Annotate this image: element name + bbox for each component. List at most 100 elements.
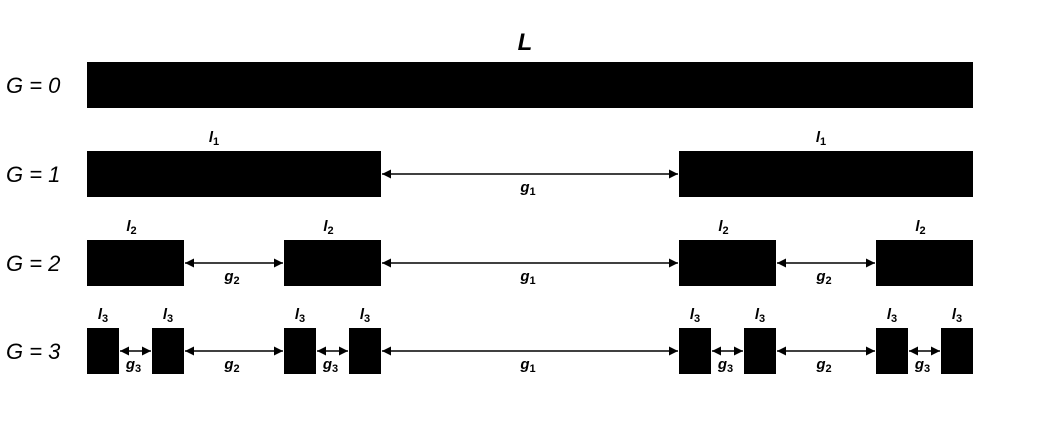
generation-label: G = 1 (6, 162, 60, 187)
svg-text:g2: g2 (815, 268, 831, 287)
svg-text:g3: g3 (125, 356, 141, 375)
segment-bar (679, 151, 973, 197)
gap-length-label-subscript: 1 (530, 275, 536, 287)
segment-length-label: l (755, 306, 760, 323)
segment-length-label: l (163, 306, 168, 323)
gap-length-label-subscript: 2 (826, 275, 832, 287)
segment-length-label-subscript: 1 (820, 136, 826, 148)
segment-length-label-subscript: 1 (213, 136, 219, 148)
segment-length-label-subscript: 3 (891, 313, 897, 325)
segment-bar (876, 328, 908, 374)
gap-length-label-subscript: 2 (826, 363, 832, 375)
gap-length-label-subscript: 2 (234, 275, 240, 287)
segment-length-label-subscript: 2 (131, 225, 137, 237)
svg-text:l2: l2 (323, 218, 333, 237)
segment-length-label: l (295, 306, 300, 323)
segment-length-label: l (323, 218, 328, 235)
segment-length-label-subscript: 2 (723, 225, 729, 237)
segment-length-label: l (690, 306, 695, 323)
segment-length-label-subscript: 3 (167, 313, 173, 325)
svg-text:g1: g1 (519, 356, 535, 375)
svg-text:g2: g2 (223, 356, 239, 375)
segment-bar (679, 240, 776, 286)
segment-length-label: l (98, 306, 103, 323)
svg-text:g1: g1 (519, 179, 535, 198)
svg-text:g3: g3 (717, 356, 733, 375)
svg-text:l2: l2 (718, 218, 728, 237)
svg-text:l2: l2 (915, 218, 925, 237)
gap-length-label: g (815, 268, 825, 285)
segment-length-label-subscript: 3 (956, 313, 962, 325)
segment-bar (87, 240, 184, 286)
svg-text:l2: l2 (126, 218, 136, 237)
segment-bar (679, 328, 711, 374)
svg-text:l3: l3 (887, 306, 897, 325)
segment-length-label-subscript: 3 (759, 313, 765, 325)
generation-label: G = 0 (6, 73, 61, 98)
segment-bar (87, 328, 119, 374)
gap-length-label-subscript: 3 (727, 363, 733, 375)
gap-length-label: g (519, 356, 529, 373)
segment-bar (284, 328, 316, 374)
gap-length-label-subscript: 3 (332, 363, 338, 375)
svg-text:l3: l3 (755, 306, 765, 325)
gap-length-label: g (125, 356, 135, 373)
diagram-title: L (518, 29, 533, 56)
segment-length-label-subscript: 3 (694, 313, 700, 325)
gap-length-label-subscript: 3 (135, 363, 141, 375)
segment-length-label-subscript: 3 (364, 313, 370, 325)
segment-length-label: l (952, 306, 957, 323)
svg-text:g1: g1 (519, 268, 535, 287)
gap-length-label: g (223, 268, 233, 285)
generation-label: G = 2 (6, 251, 60, 276)
segment-bar (349, 328, 381, 374)
segment-length-label-subscript: 2 (328, 225, 334, 237)
segment-bar (941, 328, 973, 374)
segment-length-label-subscript: 2 (920, 225, 926, 237)
gap-length-label-subscript: 1 (530, 186, 536, 198)
segment-length-label: l (915, 218, 920, 235)
svg-text:l1: l1 (816, 129, 826, 148)
segment-length-label: l (816, 129, 821, 146)
svg-text:l1: l1 (209, 129, 219, 148)
svg-text:g3: g3 (914, 356, 930, 375)
gap-length-label-subscript: 1 (530, 363, 536, 375)
segment-bar (87, 62, 973, 108)
segment-length-label-subscript: 3 (299, 313, 305, 325)
gap-length-label: g (914, 356, 924, 373)
segment-bar (152, 328, 184, 374)
gap-length-label: g (322, 356, 332, 373)
segment-length-label-subscript: 3 (102, 313, 108, 325)
segment-length-label: l (126, 218, 131, 235)
svg-text:l3: l3 (360, 306, 370, 325)
segment-length-label: l (887, 306, 892, 323)
gap-length-label: g (815, 356, 825, 373)
gap-length-label-subscript: 3 (924, 363, 930, 375)
segment-bar (284, 240, 381, 286)
gap-length-label: g (519, 179, 529, 196)
svg-text:l3: l3 (98, 306, 108, 325)
svg-text:g2: g2 (815, 356, 831, 375)
svg-text:l3: l3 (952, 306, 962, 325)
gap-length-label: g (717, 356, 727, 373)
svg-text:l3: l3 (690, 306, 700, 325)
svg-text:g3: g3 (322, 356, 338, 375)
segment-bar (876, 240, 973, 286)
segment-length-label: l (209, 129, 214, 146)
gap-length-label: g (519, 268, 529, 285)
svg-text:g2: g2 (223, 268, 239, 287)
gap-length-label-subscript: 2 (234, 363, 240, 375)
svg-text:l3: l3 (295, 306, 305, 325)
segment-bar (87, 151, 381, 197)
segment-length-label: l (718, 218, 723, 235)
gap-length-label: g (223, 356, 233, 373)
segment-length-label: l (360, 306, 365, 323)
segment-bar (744, 328, 776, 374)
generation-label: G = 3 (6, 339, 61, 364)
generation-row-0: G = 0 (6, 62, 973, 108)
svg-text:l3: l3 (163, 306, 173, 325)
